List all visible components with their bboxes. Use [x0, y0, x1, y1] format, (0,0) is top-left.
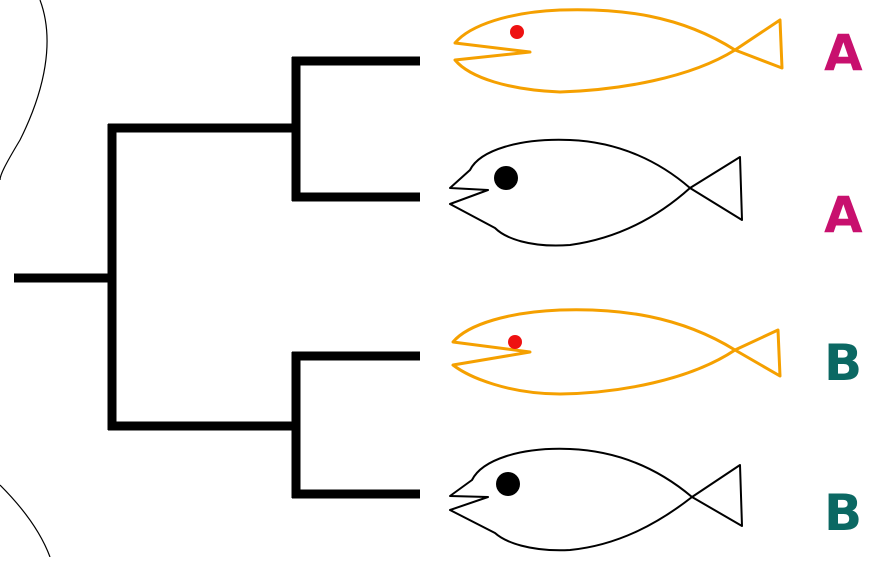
background-curve-lower — [0, 484, 51, 558]
background-curve — [0, 0, 48, 181]
orange-fish-icon — [453, 8, 784, 94]
leaf-label-b: B — [824, 484, 863, 542]
leaf-label-b: B — [824, 334, 863, 392]
leaf-label-a: A — [824, 24, 863, 82]
black-fish-icon — [449, 138, 743, 247]
orange-fish-icon — [451, 308, 782, 396]
tree-branches — [14, 56, 420, 499]
leaf-label-a: A — [824, 186, 863, 244]
black-fish-icon — [449, 447, 743, 552]
